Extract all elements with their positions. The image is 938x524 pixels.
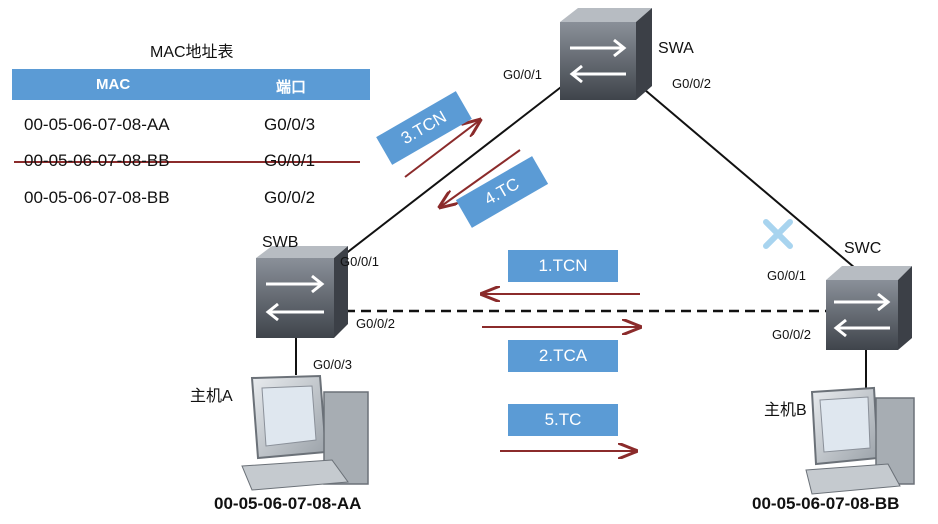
swc-port2-label: G0/0/2 (772, 327, 812, 342)
mac-cell: 00-05-06-07-08-BB (24, 151, 170, 170)
arrow-tcn-up (404, 120, 480, 178)
swb-port3-label: G0/0/3 (313, 357, 353, 372)
host-b-computer-icon (805, 386, 915, 495)
host-a-computer-icon (241, 374, 369, 491)
port-column-header: 端口 (276, 79, 307, 96)
link-swa-swc (644, 89, 856, 269)
mac-cell: 00-05-06-07-08-AA (24, 115, 170, 134)
swc-port1-label: G0/0/1 (767, 268, 807, 283)
mac-column-header: MAC (96, 76, 131, 93)
mac-table-header: MAC 端口 (12, 69, 370, 100)
switch-swc-icon (826, 266, 912, 350)
swa-label: SWA (658, 40, 694, 57)
arrow-tc-down (440, 149, 521, 207)
mac-cell: 00-05-06-07-08-BB (24, 188, 170, 207)
swb-port2-label: G0/0/2 (356, 316, 396, 331)
swa-port1-label: G0/0/1 (503, 67, 543, 82)
port-cell: G0/0/1 (264, 151, 316, 170)
mac-table-row: 00-05-06-07-08-AA G0/0/3 (20, 112, 380, 140)
host-b-label: 主机B (764, 402, 807, 419)
packet-2-tca: 2.TCA (508, 340, 618, 372)
mac-table-title: MAC地址表 (150, 44, 234, 61)
host-a-label: 主机A (190, 388, 233, 405)
port-cell: G0/0/3 (264, 115, 316, 134)
mac-table-row: 00-05-06-07-08-BB G0/0/1 (20, 148, 380, 176)
host-a-mac: 00-05-06-07-08-AA (214, 494, 362, 513)
link-failure-x-icon (763, 219, 793, 249)
switch-swa-icon (560, 8, 652, 100)
port-cell: G0/0/2 (264, 188, 316, 207)
switch-swb-icon (256, 246, 348, 338)
swb-port1-label: G0/0/1 (340, 254, 380, 269)
host-b-mac: 00-05-06-07-08-BB (752, 494, 900, 513)
swa-port2-label: G0/0/2 (672, 76, 712, 91)
mac-table-row: 00-05-06-07-08-BB G0/0/2 (20, 185, 380, 213)
swb-label: SWB (262, 234, 299, 251)
swc-label: SWC (844, 240, 882, 257)
link-swb-swa (339, 83, 566, 259)
packet-5-tc: 5.TC (508, 404, 618, 436)
packet-1-tcn: 1.TCN (508, 250, 618, 282)
